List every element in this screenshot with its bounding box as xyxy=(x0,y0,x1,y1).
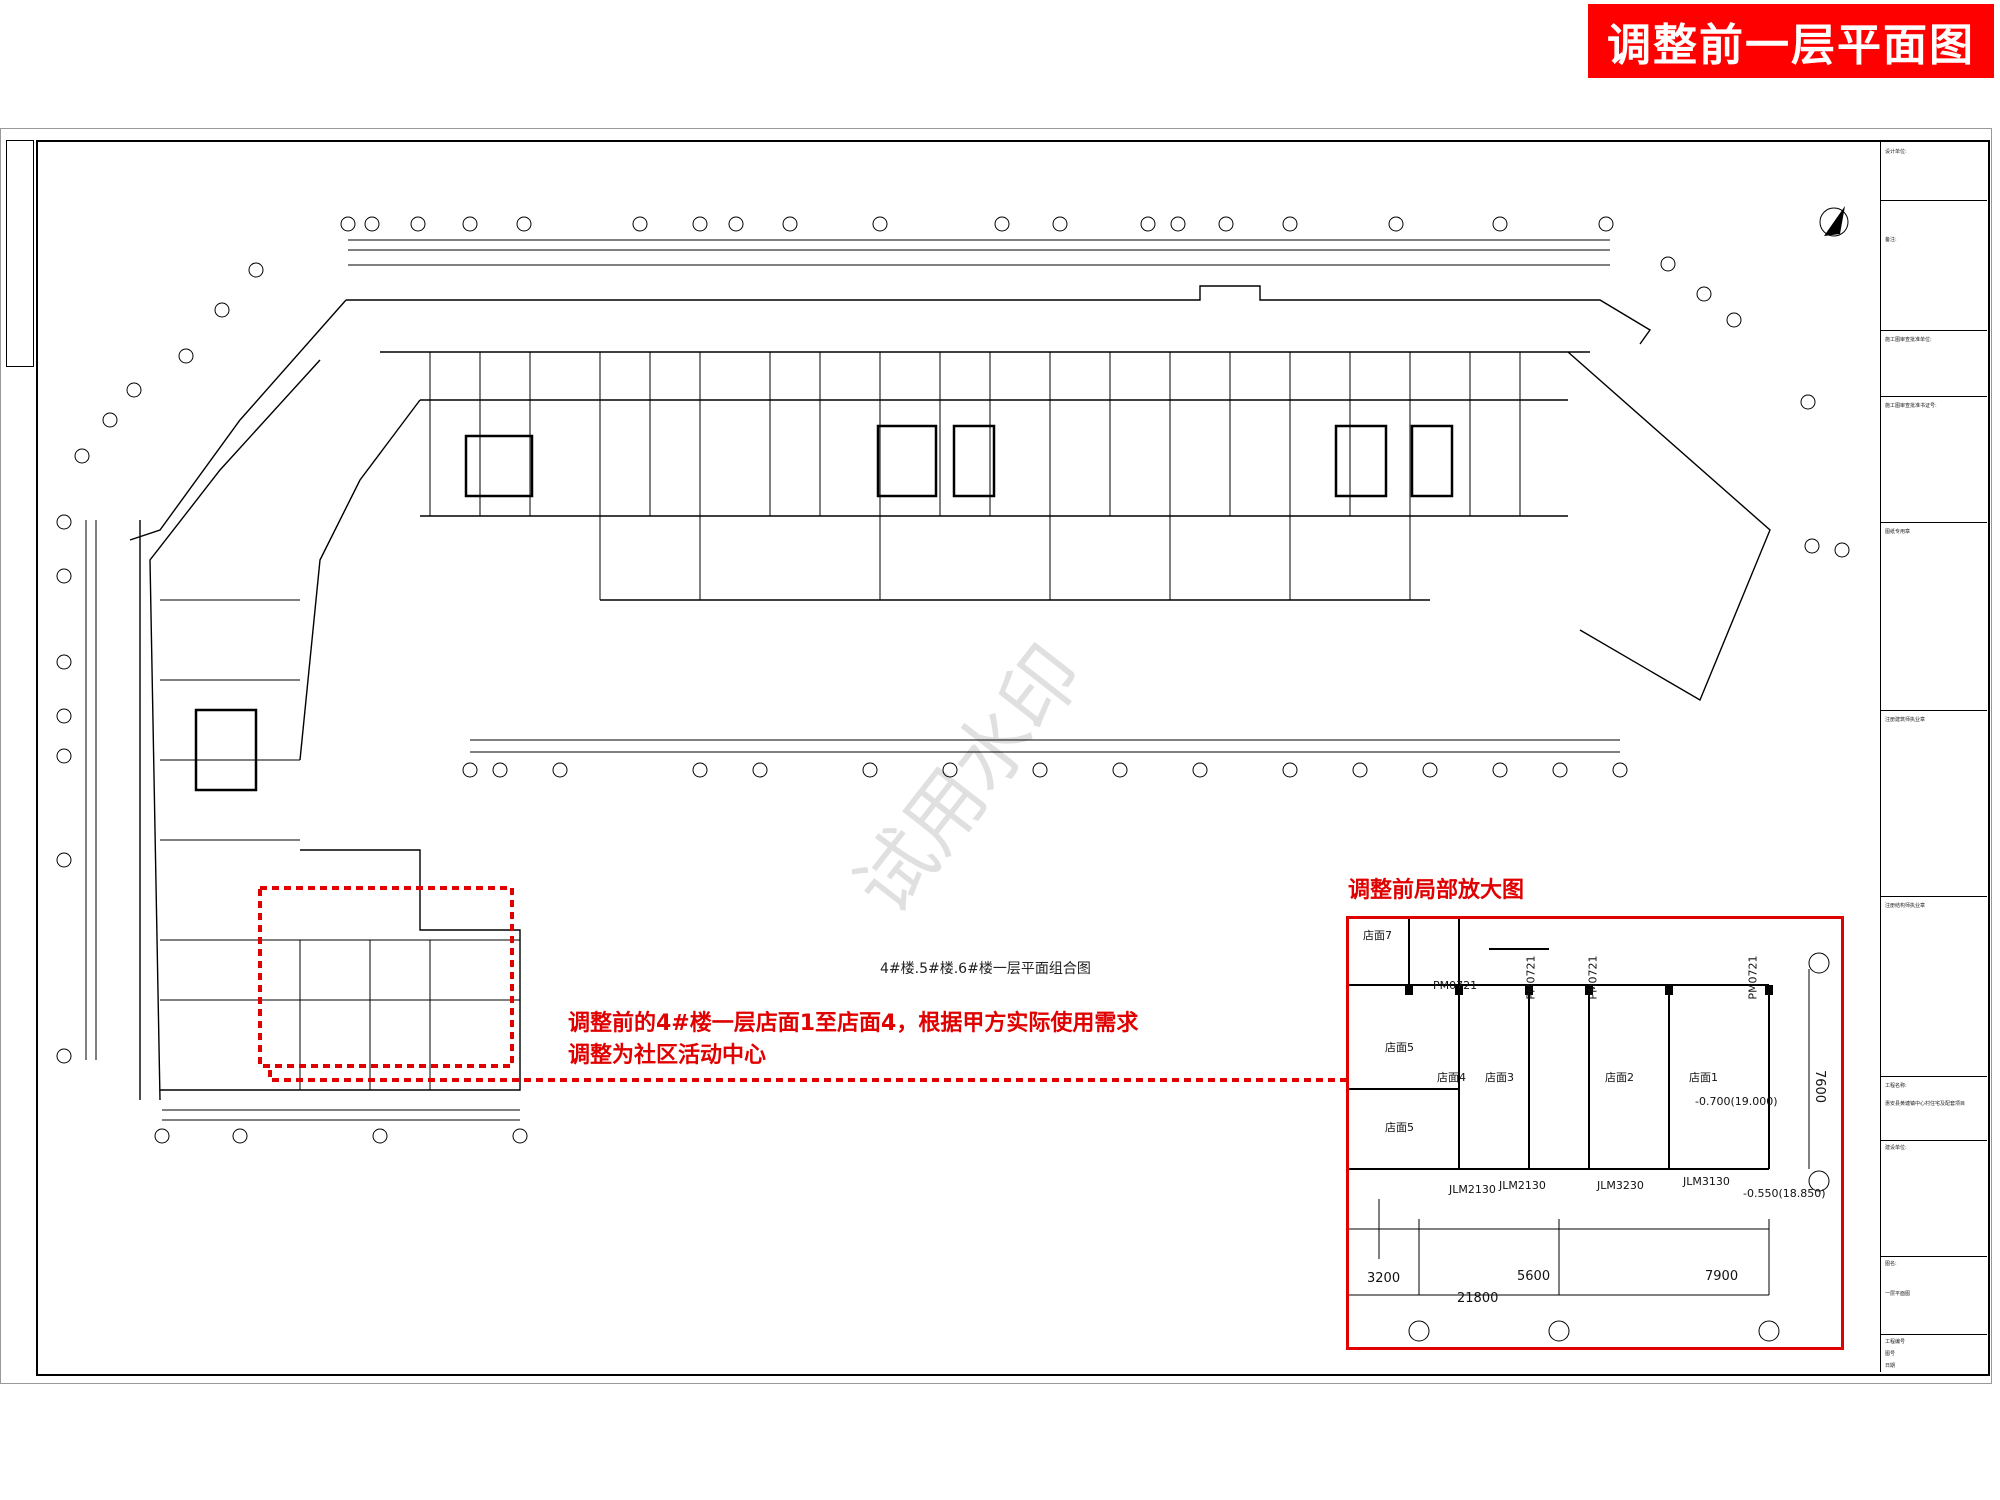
top-grid-bubbles xyxy=(340,216,1614,232)
building-outline xyxy=(129,285,1771,1101)
tb-divider xyxy=(1881,396,1987,397)
left-signature-strip xyxy=(6,140,34,367)
page-title: 调整前一层平面图 xyxy=(1588,4,1994,78)
tb-drawing-label: 图名: xyxy=(1885,1261,1897,1267)
zoom-panel: 店面7 店面5 店面5 店面4 店面3 店面2 店面1 PM0721 PM072… xyxy=(1346,916,1844,1350)
highlight-box-shops xyxy=(258,886,514,1068)
tb-divider xyxy=(1881,710,1987,711)
zoom-panel-title: 调整前局部放大图 xyxy=(1348,878,1525,903)
plan-caption: 4#楼.5#楼.6#楼一层平面组合图 xyxy=(880,961,1091,977)
zoom-shop-label: 店面3 xyxy=(1485,1071,1514,1084)
tb-design-unit: 设计单位: xyxy=(1885,149,1907,155)
zoom-elevation-label: -0.700(19.000) xyxy=(1695,1095,1778,1108)
zoom-window-label: JLM2130 xyxy=(1499,1179,1546,1192)
zoom-dimension: 3200 xyxy=(1367,1271,1401,1286)
tb-project-no: 工程编号 xyxy=(1885,1339,1906,1345)
zoom-shop-label: 店面5 xyxy=(1385,1121,1414,1134)
change-callout-line-1: 调整前的4#楼一层店面1至店面4，根据甲方实际使用需求 xyxy=(568,1011,1139,1036)
tb-divider xyxy=(1881,1256,1987,1257)
tb-divider xyxy=(1881,330,1987,331)
zoom-total-dimension: 21800 xyxy=(1457,1291,1499,1306)
tb-architect-seal: 注册建筑师执业章 xyxy=(1885,717,1926,723)
tb-divider xyxy=(1881,1076,1987,1077)
tb-divider xyxy=(1881,522,1987,523)
top-dimension-line xyxy=(348,239,1610,266)
tb-structure-seal: 注册结构师执业章 xyxy=(1885,903,1926,909)
zoom-right-dimension: 7600 xyxy=(1812,1069,1828,1104)
tb-date: 日期 xyxy=(1885,1363,1896,1369)
tb-divider xyxy=(1881,1140,1987,1141)
zoom-door-label: PM0721 xyxy=(1524,955,1538,1000)
zoom-plan-drawing xyxy=(1349,919,1830,1342)
zoom-shop-label: 店面1 xyxy=(1689,1071,1718,1084)
bottom-dimension-line xyxy=(470,739,1620,753)
zoom-shop-label: 店面7 xyxy=(1363,929,1392,942)
tb-approval-cert: 施工图审查批准书证号: xyxy=(1885,403,1937,409)
tb-seal: 图纸专用章 xyxy=(1885,529,1911,535)
title-block: 设计单位: 备注: 施工图审查批准单位: 施工图审查批准书证号: 图纸专用章 注… xyxy=(1880,140,1987,1372)
diagonal-grid-bubbles xyxy=(74,256,1850,558)
zoom-dimension: 5600 xyxy=(1517,1269,1551,1284)
zoom-window-label: JLM2130 xyxy=(1449,1183,1496,1196)
change-callout: 调整前的4#楼一层店面1至店面4，根据甲方实际使用需求 调整为社区活动中心 xyxy=(568,1008,1138,1072)
zoom-door-label: PM0721 xyxy=(1433,979,1478,992)
zoom-elevation-label: -0.550(18.850) xyxy=(1743,1187,1826,1200)
tb-drawing-name: 一层平面图 xyxy=(1885,1291,1911,1297)
change-callout-line-2: 调整为社区活动中心 xyxy=(568,1043,767,1068)
left-grid-bubbles xyxy=(56,514,72,1064)
north-arrow-icon xyxy=(1819,206,1849,237)
bottom-grid-bubbles xyxy=(462,762,1628,778)
tb-divider xyxy=(1881,1334,1987,1335)
zoom-dimension: 7900 xyxy=(1705,1269,1739,1284)
tb-divider xyxy=(1881,200,1987,201)
left-dimension-line xyxy=(85,520,97,1060)
zoom-shop-label: 店面2 xyxy=(1605,1071,1634,1084)
bottom-left-dimension-line xyxy=(162,1109,520,1121)
elevator-cores xyxy=(194,424,1454,792)
zoom-window-label: JLM3130 xyxy=(1683,1175,1730,1188)
bottom-left-grid-bubbles xyxy=(154,1128,528,1144)
zoom-door-label: PM0721 xyxy=(1586,955,1600,1000)
tb-client-label: 建设单位: xyxy=(1885,1145,1907,1151)
zoom-shop-label: 店面5 xyxy=(1385,1041,1414,1054)
callout-leader-line xyxy=(268,1070,1346,1082)
sheet-inner-border xyxy=(36,140,1990,1376)
tb-project-name: 惠安县黄塘镇中心村住宅及配套项目 xyxy=(1885,1101,1966,1107)
tb-project-name-label: 工程名称: xyxy=(1885,1083,1907,1089)
tb-drawing-no: 图号 xyxy=(1885,1351,1896,1357)
zoom-shop-label: 店面4 xyxy=(1437,1071,1466,1084)
zoom-door-label: PM0721 xyxy=(1746,955,1760,1000)
tb-remarks: 备注: xyxy=(1885,237,1897,243)
zoom-window-label: JLM3230 xyxy=(1597,1179,1644,1192)
tb-approval-unit: 施工图审查批准单位: xyxy=(1885,337,1932,343)
sheet-outer-border xyxy=(0,128,1992,1384)
interior-walls xyxy=(160,352,1521,1090)
tb-divider xyxy=(1881,896,1987,897)
